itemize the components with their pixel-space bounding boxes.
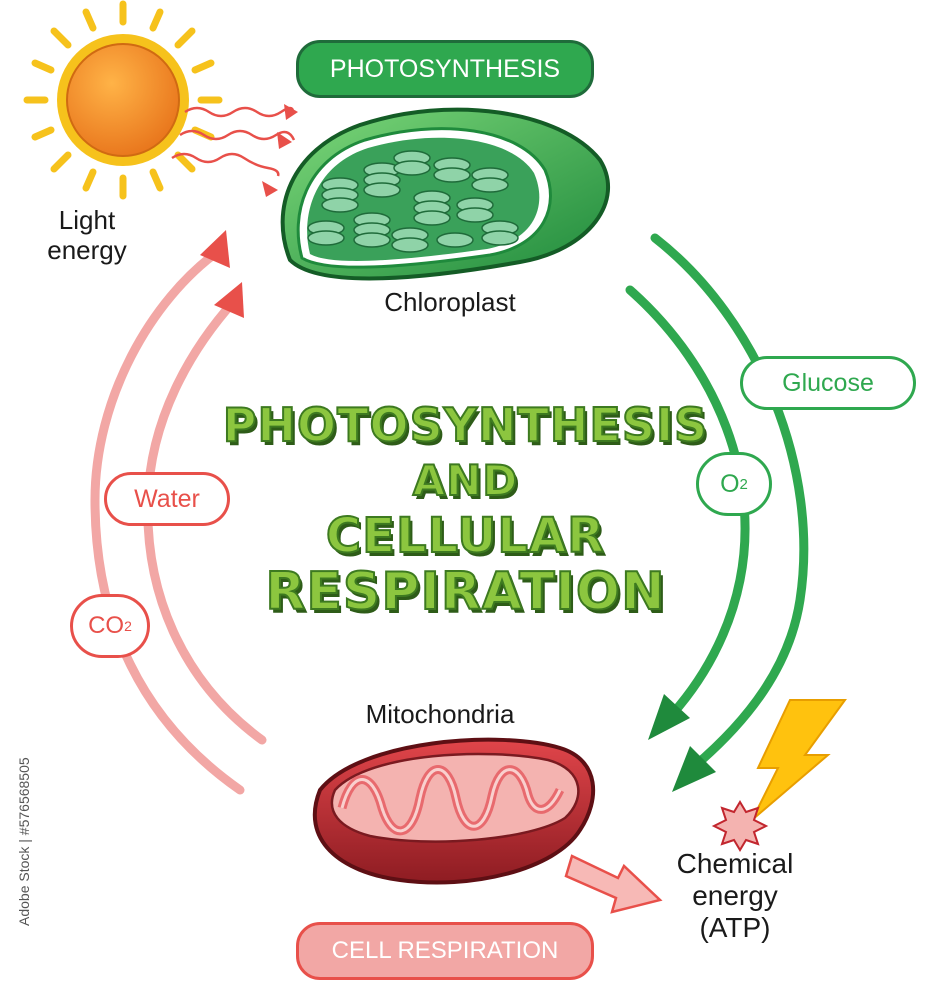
light-energy-label: Light energy bbox=[22, 205, 152, 266]
chemical-energy-label: Chemical energy (ATP) bbox=[640, 848, 830, 945]
light-energy-label-line1: Light bbox=[58, 205, 116, 235]
atp-output-arrow bbox=[564, 854, 663, 914]
photosynthesis-badge: PHOTOSYNTHESIS bbox=[296, 40, 594, 98]
sun-icon bbox=[23, 0, 223, 200]
title-line-4: RESPIRATION bbox=[264, 561, 666, 623]
lightning-bolt-icon bbox=[751, 699, 847, 821]
light-energy-label-line2: energy bbox=[47, 234, 127, 265]
chloroplast-label: Chloroplast bbox=[384, 287, 516, 317]
chloroplast-illustration bbox=[280, 107, 611, 281]
glucose-label-text: Glucose bbox=[782, 368, 874, 397]
cell-respiration-badge-text: CELL RESPIRATION bbox=[331, 937, 559, 964]
chemical-energy-label-line2: energy bbox=[692, 880, 778, 912]
title-line-3: CELLULAR bbox=[325, 507, 606, 565]
chemical-energy-label-line1: Chemical bbox=[676, 848, 794, 879]
glucose-label: Glucose bbox=[740, 356, 916, 410]
water-label-text: Water bbox=[134, 484, 200, 513]
title-line-2: AND bbox=[412, 455, 519, 506]
title-line-1: PHOTOSYNTHESIS bbox=[222, 397, 709, 453]
chemical-energy-label-line3: (ATP) bbox=[699, 912, 771, 944]
oxygen-label-text: O bbox=[720, 469, 740, 498]
mitochondria-label: Mitochondria bbox=[365, 699, 515, 729]
glucose-oxygen-arrows bbox=[625, 233, 809, 792]
water-label: Water bbox=[104, 472, 230, 526]
light-ray-arrows bbox=[171, 104, 298, 197]
photosynthesis-badge-text: PHOTOSYNTHESIS bbox=[329, 54, 561, 83]
co2-label-subscript: 2 bbox=[124, 618, 132, 634]
mitochondria-illustration bbox=[312, 737, 595, 885]
cell-respiration-badge: CELL RESPIRATION bbox=[296, 922, 594, 980]
energy-burst-icon bbox=[711, 800, 769, 852]
stock-id-text: Adobe Stock | #576568505 bbox=[16, 757, 32, 926]
oxygen-label-subscript: 2 bbox=[739, 475, 748, 493]
co2-label-text: CO bbox=[88, 612, 125, 639]
